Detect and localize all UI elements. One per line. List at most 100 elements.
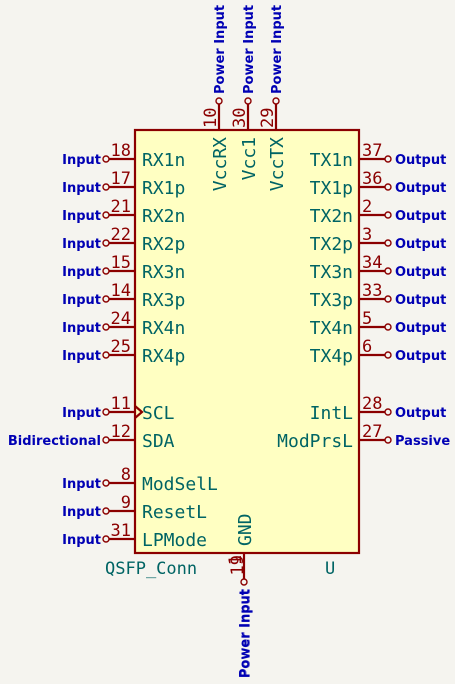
pin-number-33: 33 (362, 281, 382, 301)
pin-name-lpmode: LPMode (142, 530, 207, 551)
pin-5-electrical-type: Output (395, 321, 446, 336)
pin-number-17: 17 (111, 169, 131, 189)
pin-5-endpoint[interactable] (384, 323, 392, 331)
pin-22-electrical-type: Input (62, 237, 101, 252)
pin-3-endpoint[interactable] (384, 239, 392, 247)
pin-number-28: 28 (362, 394, 382, 414)
pin-number-6: 6 (362, 337, 372, 357)
pin-24-electrical-type: Input (62, 321, 101, 336)
pin-6-electrical-type: Output (395, 349, 446, 364)
pin-number-15: 15 (111, 253, 131, 273)
pin-29-electrical-type: Power Input (270, 5, 285, 94)
component-value-label[interactable]: QSFP_Conn (105, 559, 197, 579)
pin-number-3: 3 (362, 225, 372, 245)
pin-12-electrical-type: Bidirectional (8, 434, 101, 449)
pin-name-rx4p: RX4p (142, 346, 185, 367)
pin-30-electrical-type: Power Input (242, 5, 257, 94)
pin-14-electrical-type: Input (62, 293, 101, 308)
pin-name-tx1n: TX1n (310, 150, 353, 171)
pin-name-rx4n: RX4n (142, 318, 185, 339)
pin-27-endpoint[interactable] (384, 436, 392, 444)
pin-9-electrical-type: Input (62, 505, 101, 520)
pin-31-endpoint[interactable] (102, 535, 110, 543)
pin-8-endpoint[interactable] (102, 479, 110, 487)
pin-10-endpoint[interactable] (215, 97, 223, 105)
pin-name-tx4n: TX4n (310, 318, 353, 339)
pin-number-24: 24 (111, 309, 131, 329)
pin-22-endpoint[interactable] (102, 239, 110, 247)
pin-name-tx3p: TX3p (310, 290, 353, 311)
pin-name-vcc1: Vcc1 (239, 137, 260, 180)
pin-37-electrical-type: Output (395, 153, 446, 168)
pin-18-electrical-type: Input (62, 153, 101, 168)
pin-name-intl: IntL (310, 403, 354, 424)
pin-36-electrical-type: Output (395, 181, 446, 196)
pin-25-endpoint[interactable] (102, 351, 110, 359)
pin-number-5: 5 (362, 309, 372, 329)
pin-name-resetl: ResetL (142, 502, 207, 523)
pin-17-electrical-type: Input (62, 181, 101, 196)
pin-number-22: 22 (111, 225, 131, 245)
pin-number-31: 31 (111, 521, 131, 541)
pin-9-endpoint[interactable] (102, 507, 110, 515)
pin-30-endpoint[interactable] (244, 97, 252, 105)
pin-34-endpoint[interactable] (384, 267, 392, 275)
pin-24-endpoint[interactable] (102, 323, 110, 331)
pin-number-8: 8 (121, 465, 131, 485)
pin-12-endpoint[interactable] (102, 436, 110, 444)
pin-name-scl: SCL (142, 403, 175, 424)
pin-name-modprsl: ModPrsL (277, 431, 353, 452)
pin-number-30: 30 (230, 108, 250, 128)
pin-11-electrical-type: Input (62, 406, 101, 421)
pin-name-rx1n: RX1n (142, 150, 185, 171)
pin-29-endpoint[interactable] (272, 97, 280, 105)
pin-number-2: 2 (362, 197, 372, 217)
pin-34-electrical-type: Output (395, 265, 446, 280)
pin-number-11: 11 (111, 394, 131, 414)
pin-11-endpoint[interactable] (102, 408, 110, 416)
pin-31-electrical-type: Input (62, 533, 101, 548)
pin-21-endpoint[interactable] (102, 211, 110, 219)
pin-17-endpoint[interactable] (102, 183, 110, 191)
pin-10-electrical-type: Power Input (213, 5, 228, 94)
pin-name-rx3n: RX3n (142, 262, 185, 283)
component-body[interactable] (133, 128, 361, 555)
pin-15-endpoint[interactable] (102, 267, 110, 275)
pin-18-endpoint[interactable] (102, 155, 110, 163)
pin-14-endpoint[interactable] (102, 295, 110, 303)
pin-number-14: 14 (111, 281, 131, 301)
pin-33-endpoint[interactable] (384, 295, 392, 303)
pin-number-10: 10 (201, 108, 221, 128)
pin-name-tx2p: TX2p (310, 234, 353, 255)
pin-19-electrical-type: Power Input (239, 589, 254, 678)
pin-37-endpoint[interactable] (384, 155, 392, 163)
pin-name-rx3p: RX3p (142, 290, 185, 311)
pin-8-electrical-type: Input (62, 477, 101, 492)
pin-number-9: 9 (121, 493, 131, 513)
component-reference-label[interactable]: U (325, 559, 335, 579)
pin-number-36: 36 (362, 169, 382, 189)
pin-2-electrical-type: Output (395, 209, 446, 224)
pin-name-modsell: ModSelL (142, 474, 218, 495)
pin-number-19: 19 (228, 555, 248, 575)
pin-name-rx1p: RX1p (142, 178, 185, 199)
pin-name-gnd: GND (235, 513, 256, 546)
pin-number-12: 12 (111, 422, 131, 442)
pin-number-1: 1 (226, 555, 246, 565)
pin-28-endpoint[interactable] (384, 408, 392, 416)
pin-36-endpoint[interactable] (384, 183, 392, 191)
pin-gnd-endpoint[interactable] (240, 578, 248, 586)
pin-27-electrical-type: Passive (395, 434, 450, 449)
pin-3-electrical-type: Output (395, 237, 446, 252)
pin-number-34: 34 (362, 253, 382, 273)
pin-6-endpoint[interactable] (384, 351, 392, 359)
clock-indicator-icon (134, 405, 144, 419)
pin-number-21: 21 (111, 197, 131, 217)
pin-name-tx2n: TX2n (310, 206, 353, 227)
pin-name-rx2p: RX2p (142, 234, 185, 255)
pin-number-37: 37 (362, 141, 382, 161)
pin-name-tx3n: TX3n (310, 262, 353, 283)
pin-2-endpoint[interactable] (384, 211, 392, 219)
